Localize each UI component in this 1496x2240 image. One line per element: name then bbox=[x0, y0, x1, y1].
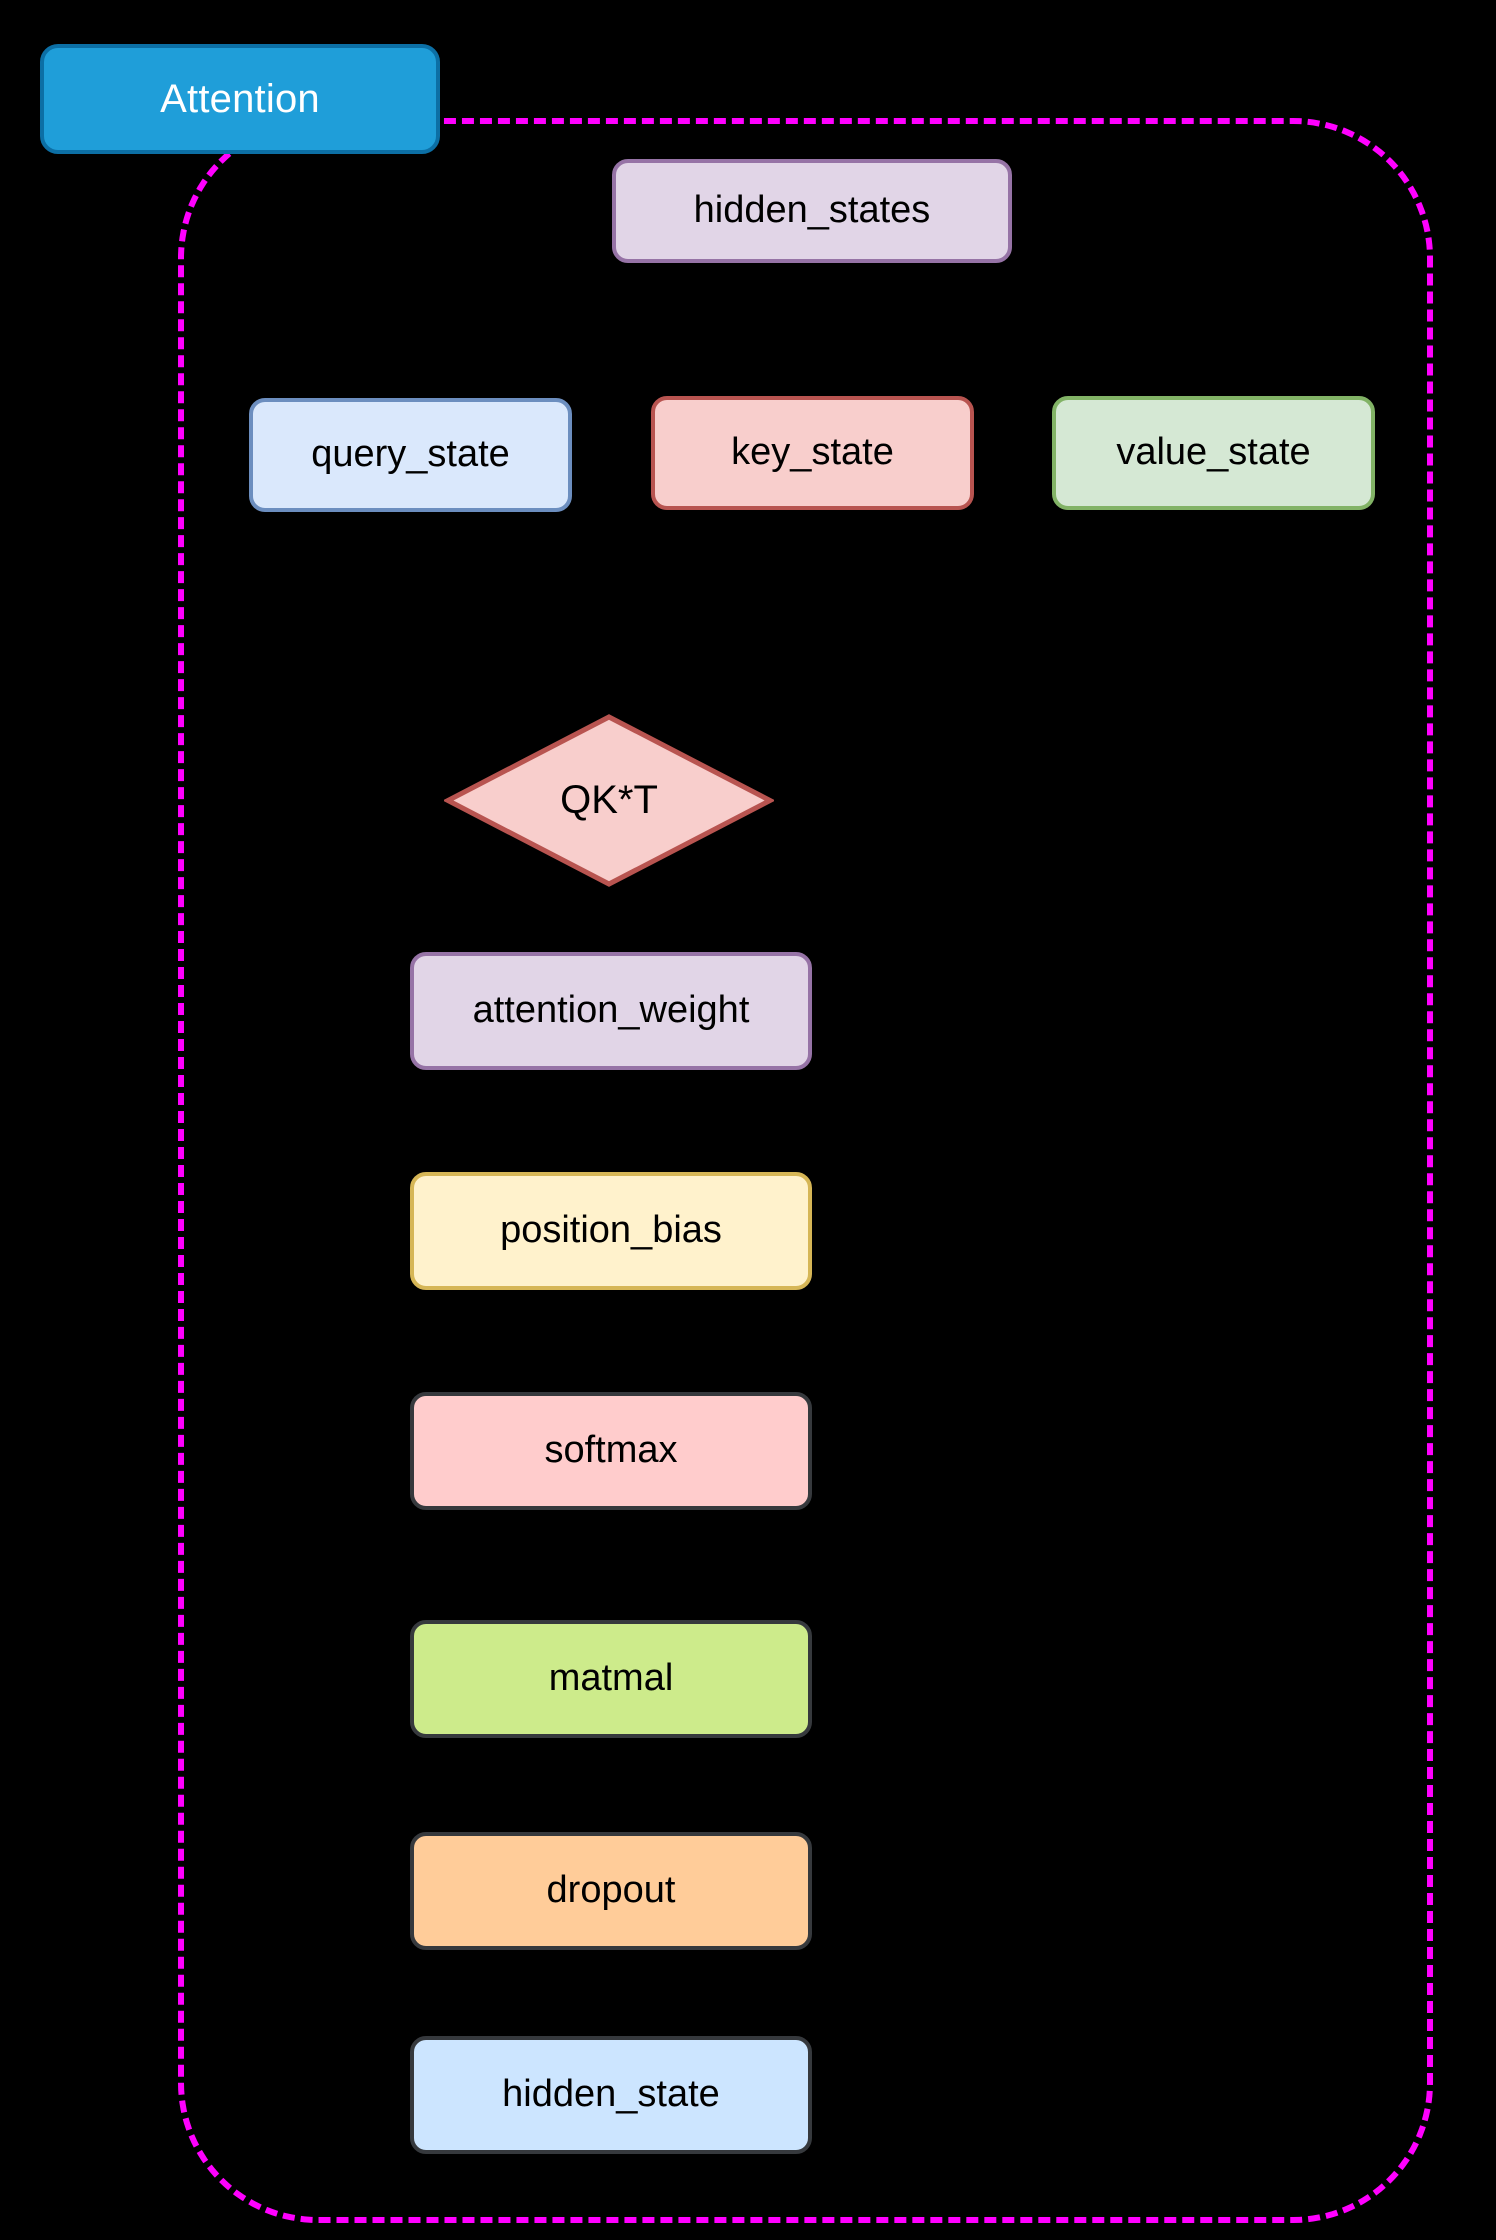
node-label: attention_weight bbox=[472, 989, 750, 1032]
node-softmax[interactable]: softmax bbox=[410, 1392, 812, 1510]
node-value-state[interactable]: value_state bbox=[1052, 396, 1375, 510]
subgraph-title-attention[interactable]: Attention bbox=[40, 44, 440, 154]
node-label: hidden_states bbox=[693, 189, 931, 232]
node-query-state[interactable]: query_state bbox=[249, 398, 572, 512]
node-hidden-state[interactable]: hidden_state bbox=[410, 2036, 812, 2154]
node-dropout[interactable]: dropout bbox=[410, 1832, 812, 1950]
node-attention-weight[interactable]: attention_weight bbox=[410, 952, 812, 1070]
node-label: position_bias bbox=[500, 1209, 722, 1252]
node-position-bias[interactable]: position_bias bbox=[410, 1172, 812, 1290]
node-label: hidden_state bbox=[502, 2073, 720, 2116]
node-hidden-states[interactable]: hidden_states bbox=[612, 159, 1012, 263]
node-qkt-diamond[interactable]: QK*T bbox=[444, 713, 774, 888]
node-label: key_state bbox=[731, 431, 894, 474]
node-label: value_state bbox=[1116, 431, 1311, 474]
node-label: dropout bbox=[546, 1869, 676, 1912]
node-key-state[interactable]: key_state bbox=[651, 396, 974, 510]
node-matmal[interactable]: matmal bbox=[410, 1620, 812, 1738]
node-label: softmax bbox=[544, 1429, 678, 1472]
node-label: query_state bbox=[311, 433, 510, 476]
subgraph-title-label: Attention bbox=[160, 76, 320, 121]
node-label: matmal bbox=[548, 1657, 674, 1700]
diamond-shape-icon bbox=[444, 714, 774, 887]
